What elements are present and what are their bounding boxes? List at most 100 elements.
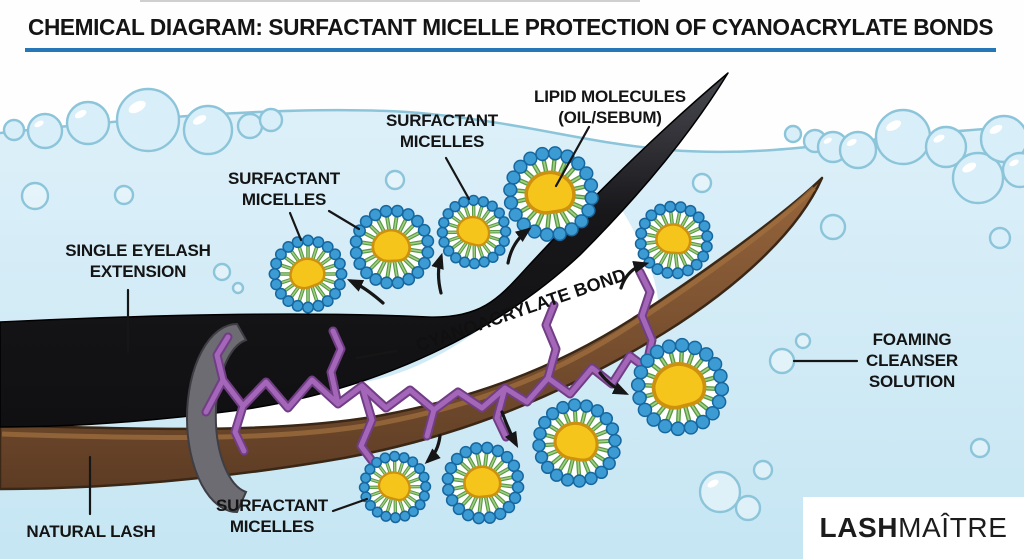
surfactant-head: [443, 245, 455, 257]
bubble: [20, 181, 50, 211]
foam-bubble: [819, 213, 847, 241]
micelle: [436, 194, 512, 270]
micelle: [268, 234, 348, 314]
surfactant-head: [459, 445, 473, 459]
lipid-blob: [456, 215, 491, 247]
surfactant-head: [291, 299, 304, 312]
micelle: [630, 337, 730, 437]
surfactant-head: [590, 404, 605, 418]
lipid-leader: [554, 125, 591, 188]
surfactant-head: [637, 247, 650, 260]
lipid-blob: [377, 471, 411, 502]
surfactant-head: [371, 456, 383, 468]
surfactant-head: [486, 200, 498, 212]
bubble: [752, 459, 774, 481]
surfactant-head: [358, 481, 370, 493]
micelle: [349, 204, 435, 290]
surfactant-head: [391, 204, 404, 218]
micelle: [358, 450, 432, 524]
surfactant-head: [608, 433, 622, 448]
surfactant-head: [584, 190, 599, 206]
flow-arrow: [506, 227, 532, 265]
surfactant-head: [584, 471, 598, 486]
surfactant-head: [417, 223, 431, 237]
brand-logo-light: MAÎTRE: [898, 512, 1008, 543]
natural-lash: [0, 176, 824, 491]
lipid-blob: [371, 228, 411, 263]
surfactant-head: [681, 264, 694, 277]
surfactant-head: [640, 353, 655, 369]
surfactant-head: [499, 225, 512, 238]
surfactant-head: [671, 267, 684, 280]
surfactant-head: [556, 400, 570, 415]
surfactant-head: [564, 222, 579, 237]
foam-bubble: [783, 124, 803, 144]
surfactant-head: [507, 459, 521, 473]
surfactant-head: [511, 480, 525, 494]
surfactant-head: [478, 256, 490, 268]
bubble: [231, 281, 245, 295]
surfactant-head: [500, 450, 514, 464]
lipid-blob: [651, 362, 707, 410]
surfactant-head: [549, 468, 564, 482]
foam-bubble: [1001, 151, 1024, 189]
surfactant-head: [438, 236, 450, 248]
title-underline: [25, 48, 996, 52]
surfactant-head: [683, 420, 699, 435]
surfactant-head: [552, 226, 567, 242]
bubble: [969, 437, 991, 459]
surfactant-head: [364, 463, 376, 475]
surfactant-head: [312, 236, 325, 249]
surfactant-head: [421, 246, 435, 259]
surfactant-head: [368, 208, 382, 222]
surfactant-head: [411, 214, 424, 228]
surfactant-head: [533, 426, 547, 441]
surfactant-head: [690, 258, 703, 271]
surfactant-head: [450, 252, 462, 264]
surfactant-head: [420, 481, 432, 493]
micelle: [634, 200, 714, 280]
surfactant-head: [349, 246, 363, 260]
surfactant-head: [369, 273, 383, 286]
surfactant-head: [321, 295, 334, 308]
surfactant-head: [418, 471, 430, 483]
surfactant-head: [469, 442, 483, 455]
bond-polymer: [203, 269, 655, 465]
surfactant-head: [442, 208, 454, 220]
surfactant-head: [302, 234, 314, 247]
surfactant-head: [329, 287, 342, 300]
surfactant-head: [483, 511, 497, 524]
surfactant-head: [335, 268, 348, 280]
crop-artifact: [140, 0, 640, 2]
surfactant-head: [312, 299, 325, 312]
surfactant-head: [637, 402, 653, 418]
surfactant-head: [401, 208, 415, 221]
surfactant-head: [458, 256, 471, 268]
foam-bubble: [236, 112, 264, 140]
surfactant-head: [579, 166, 594, 181]
surfactant-head: [380, 276, 393, 290]
label-lipid-molecules: LIPID MOLECULES (OIL/SEBUM): [534, 87, 686, 127]
surfactant-head: [450, 452, 464, 466]
surfactant-head: [268, 268, 281, 280]
surfactant-head: [657, 418, 673, 434]
surfactant-head: [467, 194, 480, 207]
surfactant-head: [661, 266, 674, 279]
bottom-micelles-leader: [331, 497, 369, 513]
surfactant-head: [705, 405, 720, 421]
surfactant-head: [684, 204, 697, 217]
surfactant-head: [353, 257, 367, 271]
surfactant-head: [535, 146, 550, 162]
surfactant-head: [651, 263, 664, 276]
surfactant-head: [399, 510, 411, 522]
surfactant-head: [389, 450, 401, 462]
label-natural-lash: NATURAL LASH: [26, 522, 156, 541]
surfactant-head: [545, 406, 560, 421]
surfactant-head: [444, 461, 458, 475]
surfactant-head: [449, 201, 461, 213]
flow-arrow: [598, 371, 630, 395]
flow-arrow: [346, 279, 385, 305]
surfactant-head: [379, 204, 393, 218]
inter-lash-gap: [209, 210, 658, 463]
